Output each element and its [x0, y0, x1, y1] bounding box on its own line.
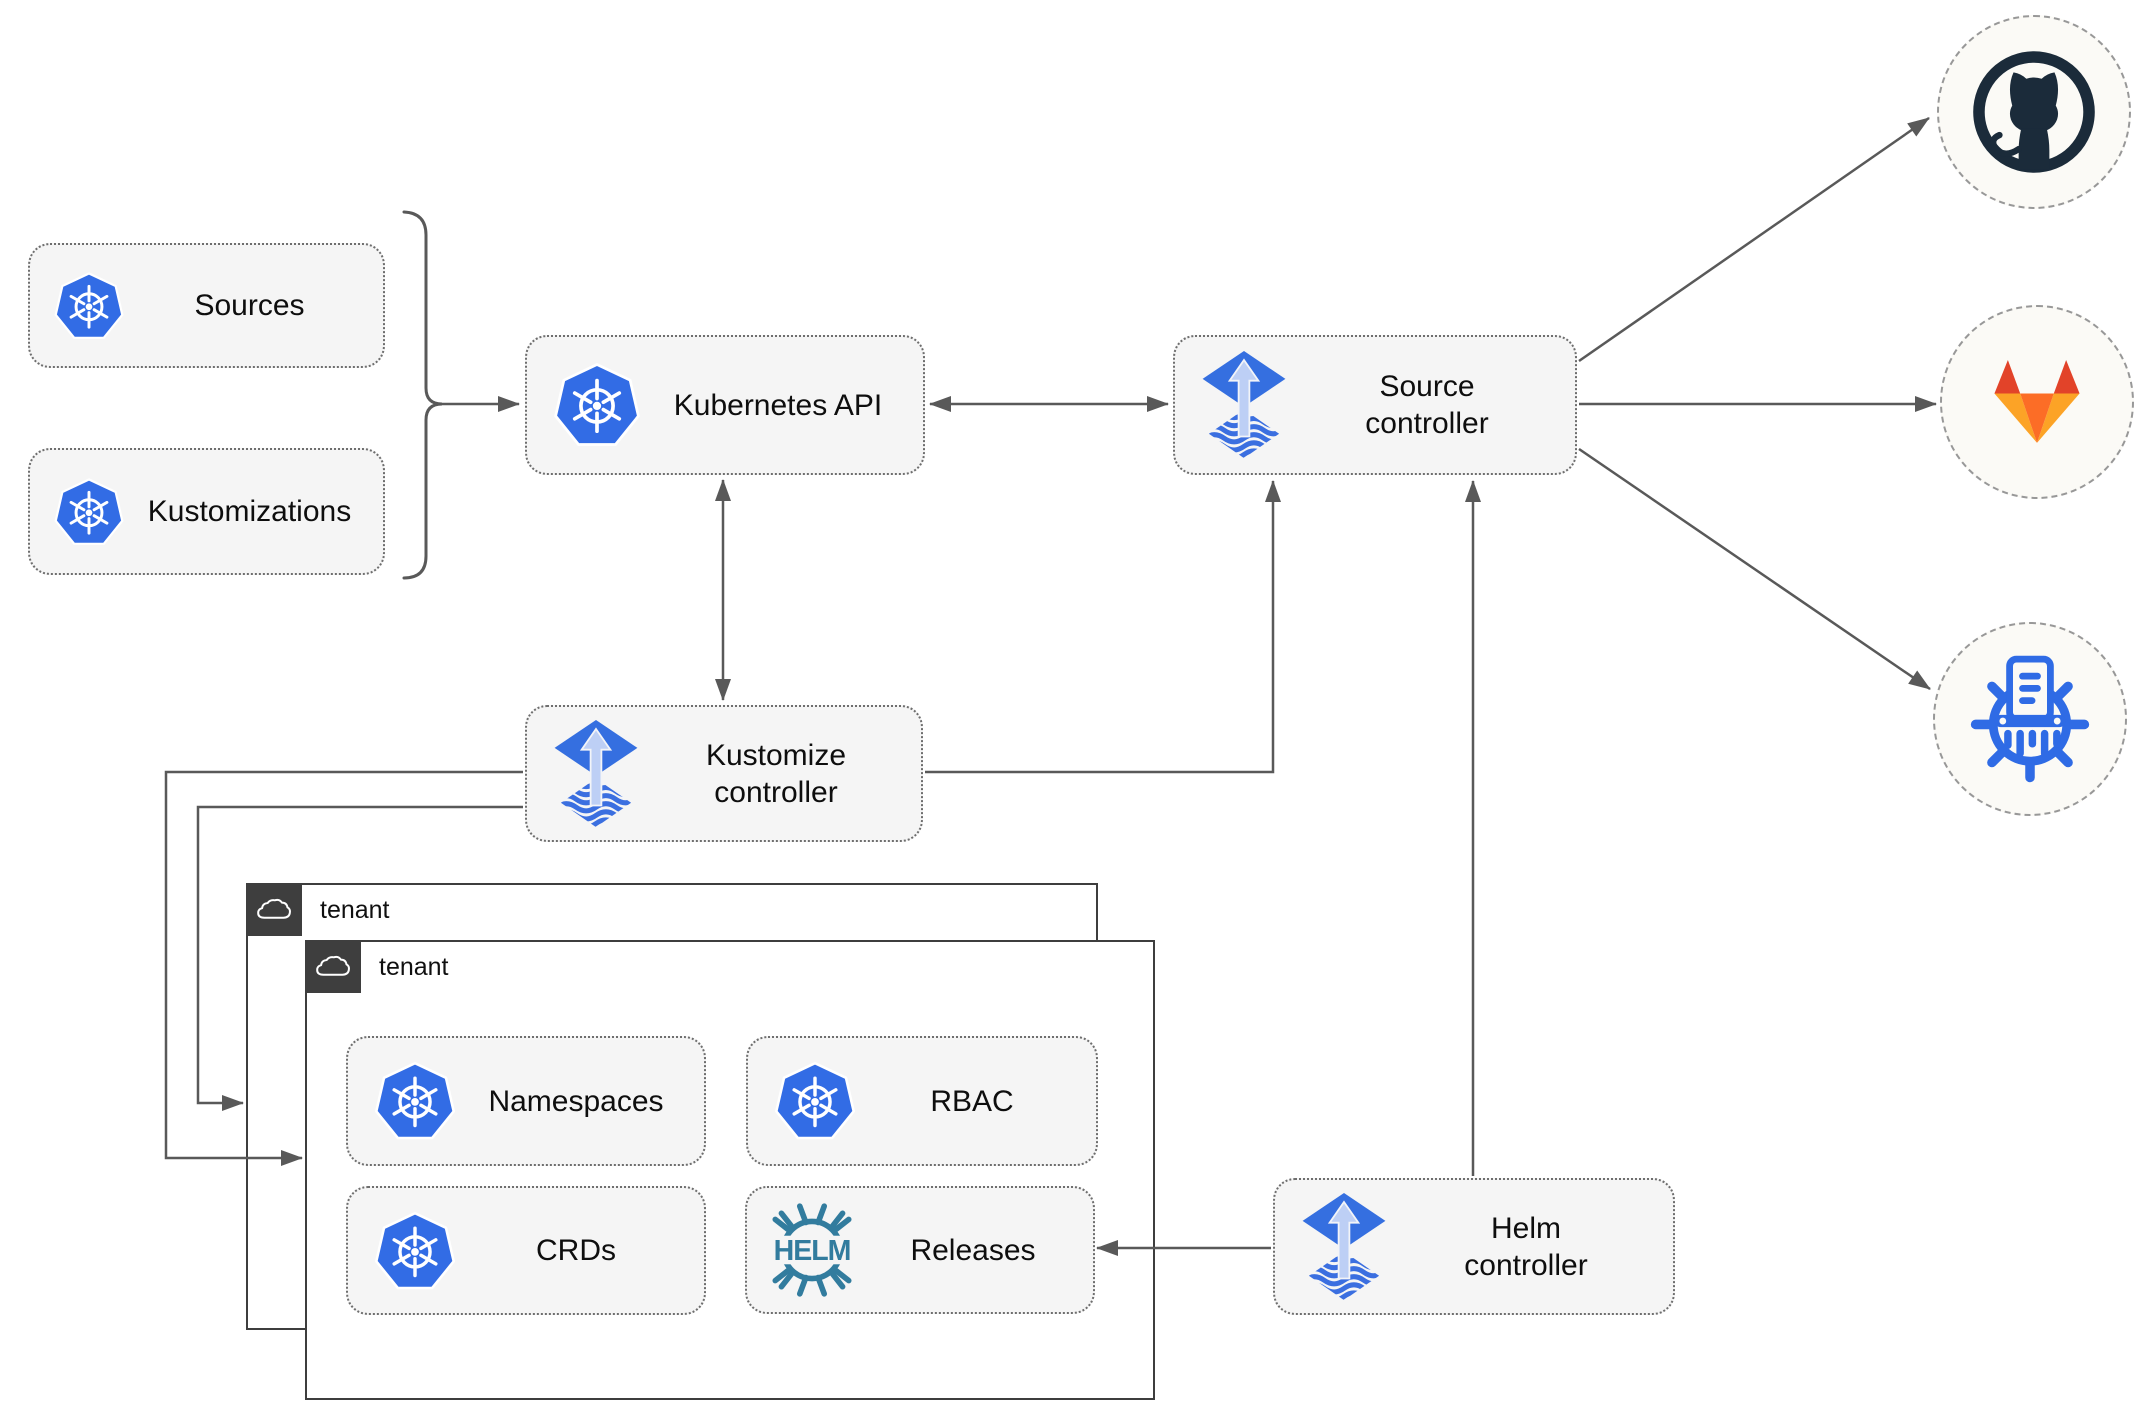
flux-icon — [1299, 1191, 1389, 1303]
kubernetes-icon — [52, 475, 126, 549]
kubernetes-icon — [372, 1208, 458, 1294]
node-source-controller-label: Source controller — [1365, 370, 1489, 440]
kubernetes-icon — [772, 1058, 858, 1144]
external-github — [1937, 15, 2131, 209]
node-releases: HELM Releases — [745, 1186, 1095, 1314]
kubernetes-icon — [551, 359, 643, 451]
node-sources: Sources — [28, 243, 385, 368]
node-kubernetes-api-label: Kubernetes API — [673, 388, 883, 422]
manifest-shredder-icon — [1962, 651, 2098, 787]
node-kustomize-controller: Kustomize controller — [525, 705, 923, 842]
node-crds: CRDs — [346, 1186, 706, 1315]
node-crds-label: CRDs — [536, 1234, 616, 1267]
tenant-back-label: tenant — [320, 896, 390, 924]
node-rbac: RBAC — [746, 1036, 1098, 1166]
brace-sources-kustomizations — [402, 210, 443, 580]
node-releases-label: Releases — [910, 1233, 1036, 1267]
tenant-front-tab — [304, 939, 361, 993]
kubernetes-icon — [52, 269, 126, 343]
tenant-group-front: tenant Namespaces RBAC CRDs — [304, 939, 1155, 1400]
tenant-front-label: tenant — [379, 953, 449, 981]
kubernetes-icon — [372, 1058, 458, 1144]
node-rbac-label: RBAC — [930, 1084, 1014, 1118]
edge-source-controller-to-github — [1578, 116, 1930, 363]
gitlab-icon — [1981, 353, 2093, 452]
node-kustomizations-label: Kustomizations — [147, 495, 352, 528]
helm-icon: HELM — [772, 1203, 852, 1297]
edge-kustomize-controller-to-source-controller — [925, 480, 1281, 774]
external-manifest-repository — [1933, 622, 2127, 816]
node-sources-label: Sources — [194, 289, 305, 322]
node-helm-controller-label: Helm controller — [1464, 1211, 1588, 1282]
github-icon — [1970, 48, 2098, 176]
node-source-controller: Source controller — [1173, 335, 1577, 475]
helm-logo-text: HELM — [774, 1235, 851, 1267]
flux-icon — [551, 718, 641, 830]
edge-source-controller-to-manifest-repository — [1578, 447, 1931, 691]
node-namespaces-label: Namespaces — [488, 1084, 664, 1118]
node-kustomize-controller-label: Kustomize controller — [705, 738, 847, 809]
flux-icon — [1199, 349, 1289, 461]
node-kubernetes-api: Kubernetes API — [525, 335, 925, 475]
node-namespaces: Namespaces — [346, 1036, 706, 1166]
external-gitlab — [1940, 305, 2134, 499]
cloud-icon — [255, 896, 293, 922]
tenant-back-tab — [245, 882, 302, 936]
node-helm-controller: Helm controller — [1273, 1178, 1675, 1315]
cloud-icon — [314, 953, 352, 979]
node-kustomizations: Kustomizations — [28, 448, 385, 575]
